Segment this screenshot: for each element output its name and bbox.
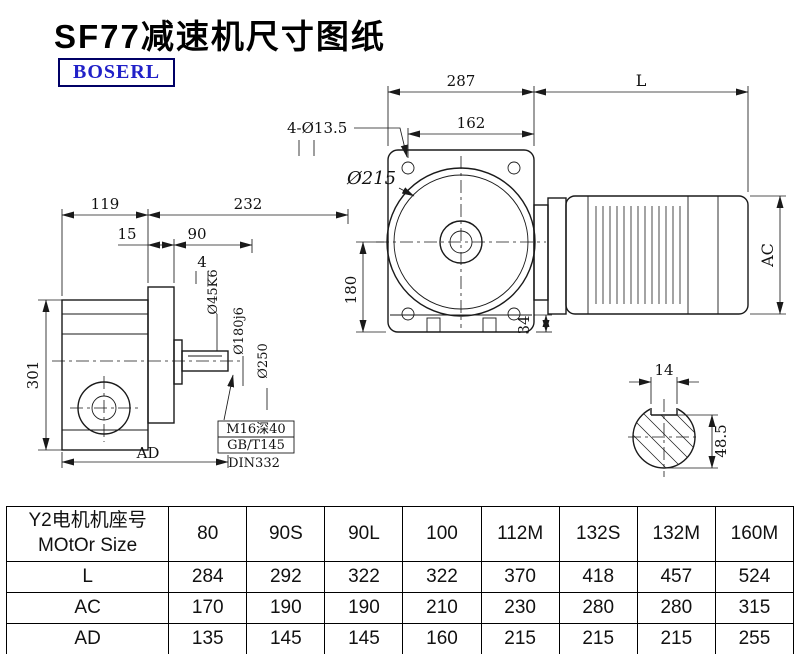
table-cell: 457: [636, 561, 716, 593]
row-label-ad: AD: [5, 623, 170, 654]
table-cell: 215: [480, 623, 560, 654]
dim-14: 14: [654, 361, 673, 379]
table-row-ac: AC 170 190 190 210 230 280 280 315: [5, 592, 795, 624]
dim-301: 301: [24, 361, 42, 390]
table-cell: 230: [480, 592, 560, 624]
dim-15: 15: [117, 225, 136, 243]
table-row-ad: AD 135 145 145 160 215 215 215 255: [5, 623, 795, 654]
dim-287: 287: [447, 72, 476, 90]
table-cell: 322: [402, 561, 482, 593]
front-view: [376, 149, 546, 333]
table-cell: 280: [558, 592, 638, 624]
row-label-l: L: [5, 561, 170, 593]
dim-34: 34: [515, 315, 533, 334]
column-header-100: 100: [402, 506, 482, 562]
dim-180: 180: [342, 276, 360, 305]
page-title: SF77减速机尺寸图纸: [54, 18, 386, 55]
dim-ac: AC: [758, 243, 777, 268]
motor-size-table: Y2电机机座号 MOtOr Size 80 90S 90L 100 112M 1…: [5, 506, 795, 654]
dim-flange-diameter: Ø250: [256, 343, 271, 378]
table-header-row: Y2电机机座号 MOtOr Size 80 90S 90L 100 112M 1…: [5, 506, 795, 562]
motor-view: [533, 195, 749, 315]
table-cell: 315: [714, 592, 795, 624]
dim-4: 4: [197, 253, 207, 271]
table-cell: 145: [246, 623, 326, 654]
table-cell: 418: [558, 561, 638, 593]
table-cell: 524: [714, 561, 795, 593]
table-cell: 322: [324, 561, 404, 593]
note-din: DIN332: [228, 456, 280, 471]
dim-shaft-diameter: Ø45K6: [206, 269, 221, 314]
table-cell: 145: [324, 623, 404, 654]
table-cell: 215: [558, 623, 638, 654]
table-row-l: L 284 292 322 322 370 418 457 524: [5, 561, 795, 593]
dim-spigot-diameter: Ø180j6: [232, 307, 247, 355]
dim-bolt-holes: 4-Ø13.5: [287, 119, 347, 137]
technical-drawing: 301 119 232 15 90 4 Ø45K6 Ø180j6: [24, 71, 786, 477]
table-cell: 215: [636, 623, 716, 654]
dim-119: 119: [91, 195, 120, 213]
table-cell: 170: [168, 592, 248, 624]
table-cell: 370: [480, 561, 560, 593]
table-cell: 135: [168, 623, 248, 654]
dim-215: Ø215: [346, 168, 396, 189]
side-view: [52, 286, 242, 451]
row-label-ac: AC: [5, 592, 170, 624]
table-cell: 255: [714, 623, 795, 654]
table-cell: 190: [246, 592, 326, 624]
dim-ad: AD: [136, 444, 160, 462]
shaft-section-view: [628, 399, 700, 477]
column-header-132m: 132M: [636, 506, 716, 562]
brand-logo: BOSERL: [58, 58, 176, 87]
column-header-132s: 132S: [558, 506, 638, 562]
front-view-dimensions: 287 L 162 4-Ø13.5 Ø215 180: [287, 71, 749, 335]
dim-232: 232: [234, 195, 263, 213]
dim-48-5: 48.5: [712, 424, 730, 457]
note-thread: M16深40: [226, 422, 285, 437]
table-cell: 210: [402, 592, 482, 624]
note-standard: GB/T145: [227, 438, 285, 453]
table-header-motor-size: Y2电机机座号 MOtOr Size: [5, 506, 170, 562]
column-header-80: 80: [168, 506, 248, 562]
header-line1: Y2电机机座号: [28, 510, 147, 532]
column-header-160m: 160M: [714, 506, 795, 562]
table-cell: 190: [324, 592, 404, 624]
header-line2: MOtOr Size: [37, 535, 138, 556]
table-cell: 160: [402, 623, 482, 654]
side-view-dimensions: 301 119 232 15 90 4 Ø45K6 Ø180j6: [24, 195, 349, 471]
table-cell: 280: [636, 592, 716, 624]
column-header-90l: 90L: [324, 506, 404, 562]
dim-90: 90: [187, 225, 206, 243]
dim-l: L: [636, 71, 647, 90]
motor-dimensions: AC: [750, 195, 786, 315]
column-header-90s: 90S: [246, 506, 326, 562]
dim-162: 162: [457, 114, 486, 132]
table-cell: 292: [246, 561, 326, 593]
column-header-112m: 112M: [480, 506, 560, 562]
table-cell: 284: [168, 561, 248, 593]
shaft-section-dimensions: 14 48.5: [629, 361, 730, 469]
